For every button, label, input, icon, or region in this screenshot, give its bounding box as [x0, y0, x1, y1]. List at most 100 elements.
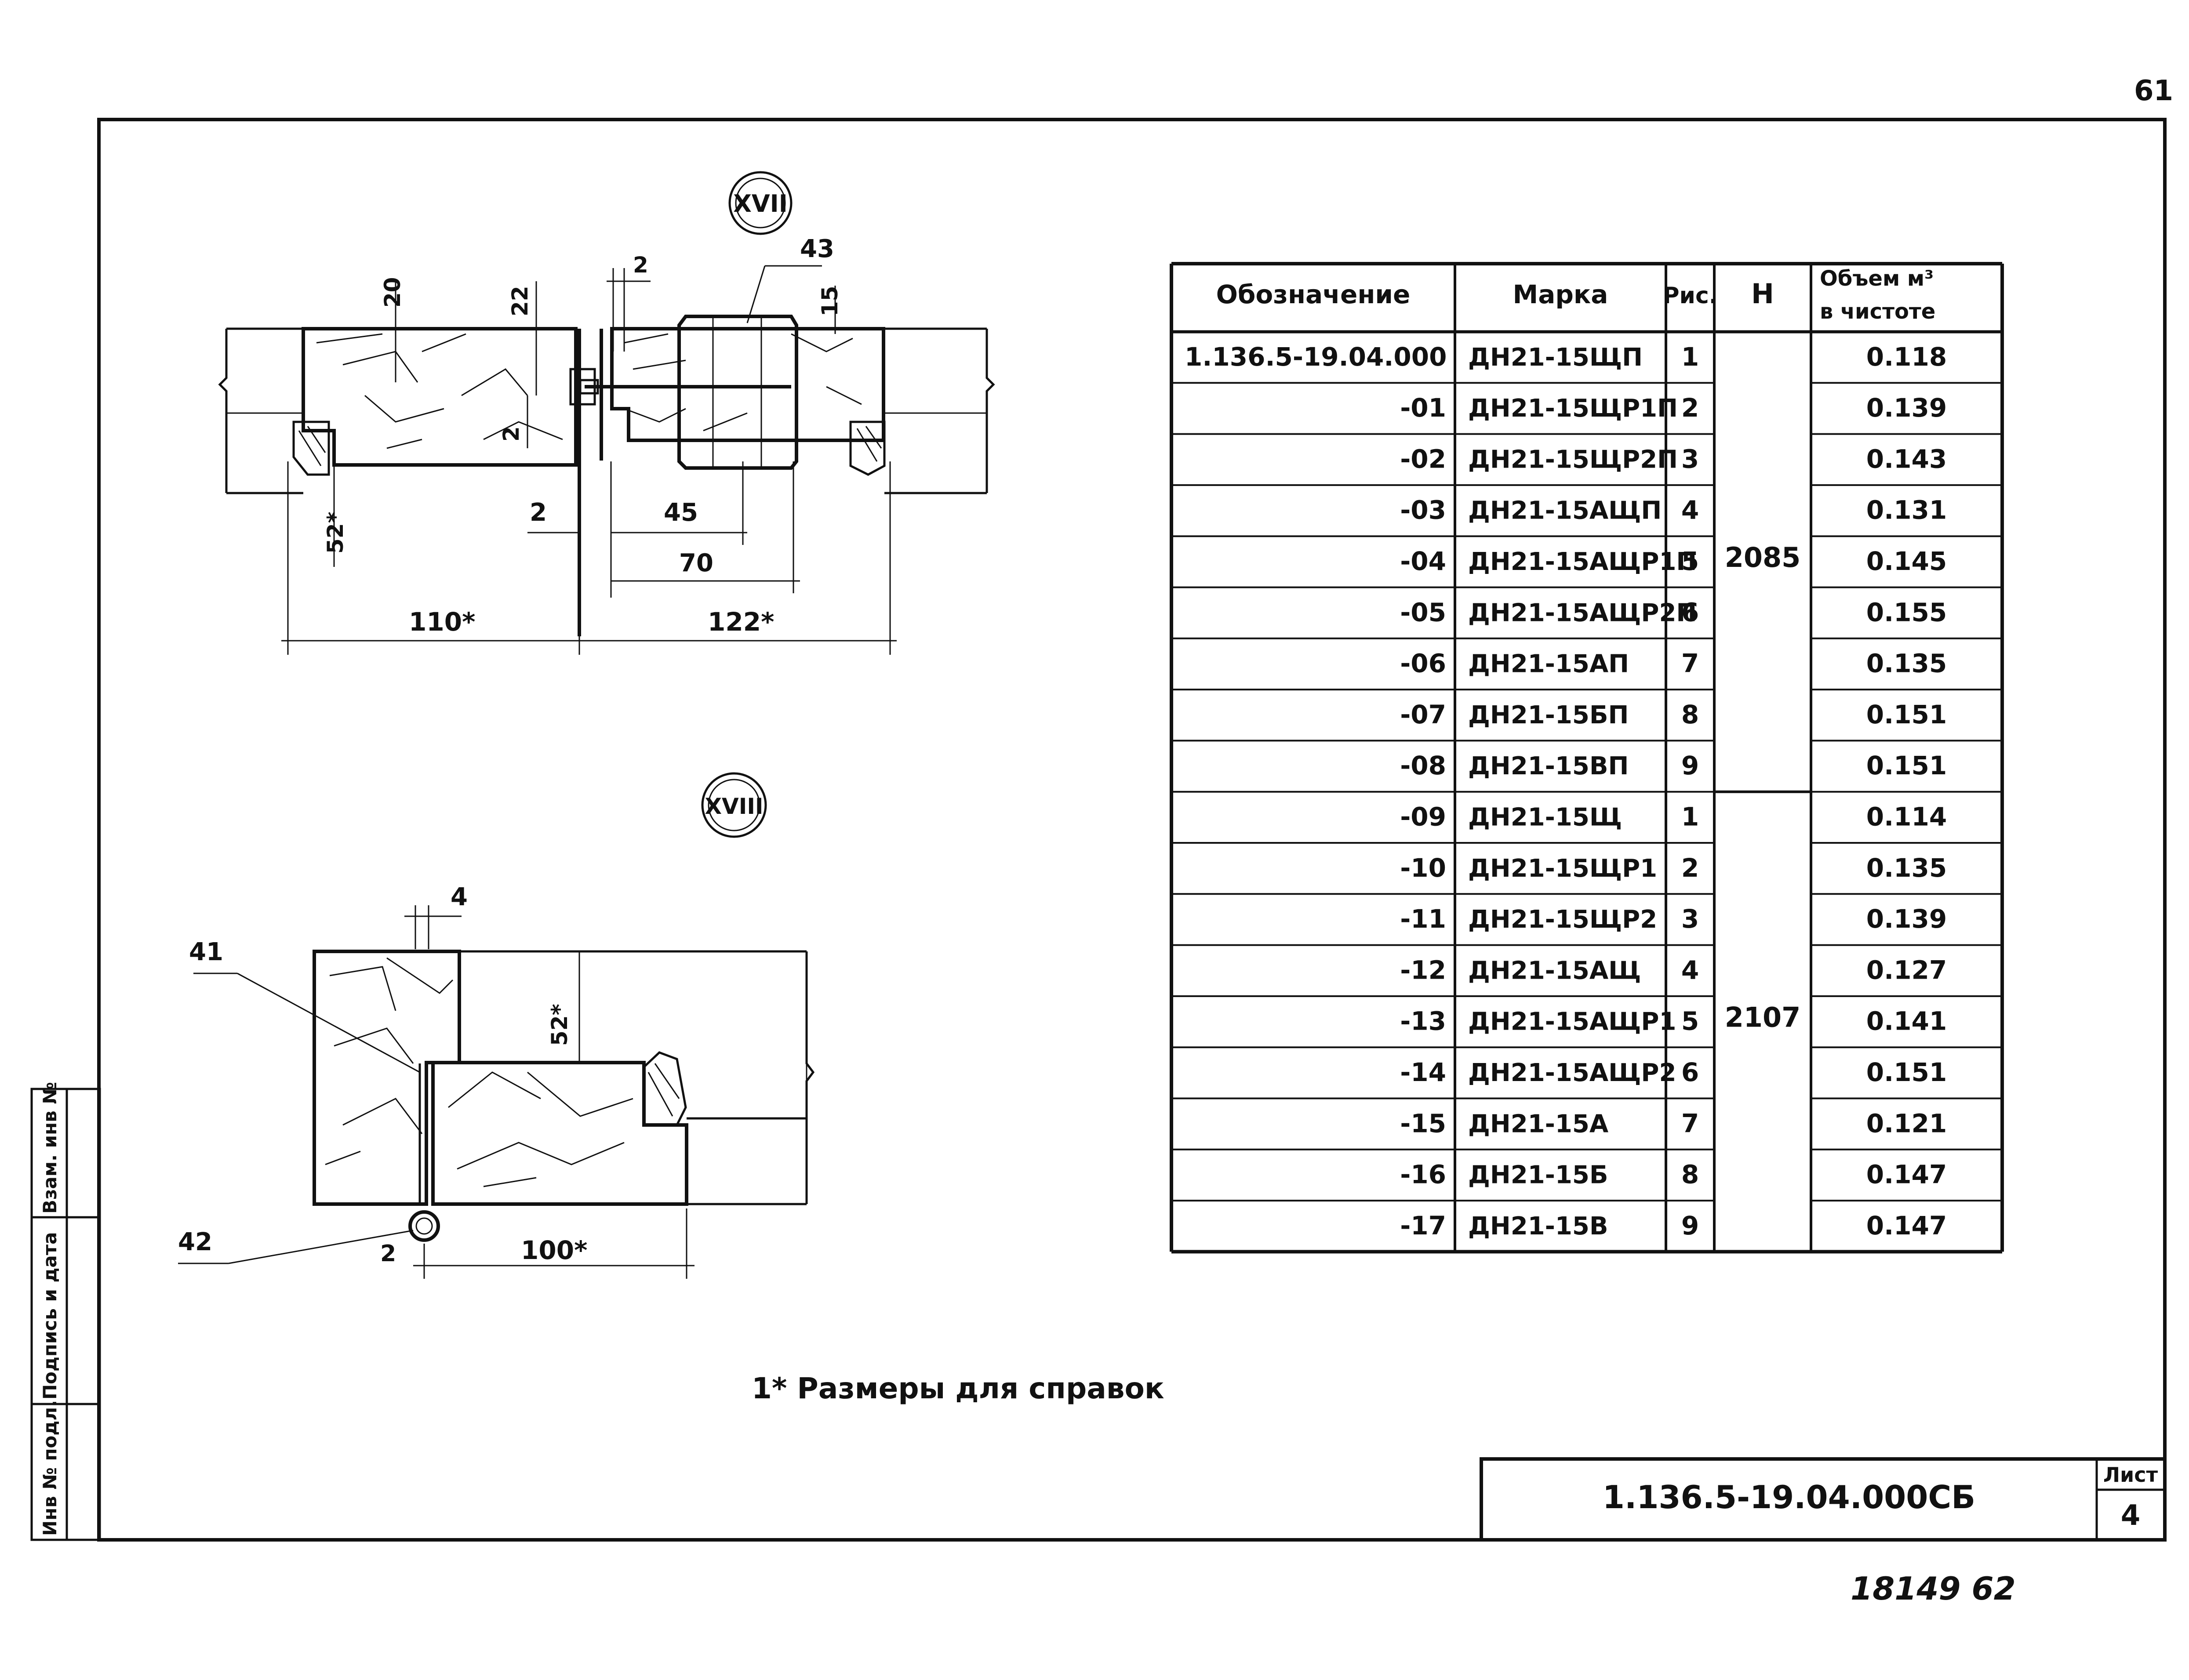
- cell-designation: -13: [1400, 1006, 1446, 1036]
- cell-volume: 0.151: [1866, 1057, 1947, 1087]
- cell-mark: ДН21-15А: [1468, 1110, 1609, 1138]
- header-volume-line1: Объем м³: [1820, 266, 1934, 291]
- dim-70: 70: [679, 549, 713, 577]
- cell-fig: 5: [1681, 1006, 1699, 1036]
- callout-xviii: XVIII: [701, 772, 767, 838]
- cell-fig: 8: [1681, 700, 1699, 729]
- title-block: 1.136.5-19.04.000СБ Лист 4: [1480, 1457, 2167, 1542]
- dim-43: 43: [800, 235, 834, 263]
- cell-fig: 1: [1681, 802, 1699, 831]
- note-reference-dimensions: 1* Размеры для справок: [752, 1372, 1164, 1405]
- cell-mark: ДН21-15ЩР1П: [1468, 394, 1678, 423]
- cell-volume: 0.127: [1866, 955, 1947, 985]
- cell-fig: 9: [1681, 1211, 1699, 1241]
- cell-mark: ДН21-15ЩП: [1468, 343, 1643, 372]
- cell-fig: 9: [1681, 751, 1699, 780]
- dim-52: 52*: [323, 512, 348, 554]
- cell-mark: ДН21-15АП: [1468, 650, 1629, 679]
- sheet-frame: [97, 118, 2167, 1542]
- dim-4: 4: [451, 883, 468, 911]
- cell-fig: 7: [1681, 649, 1699, 679]
- sheet-number: 4: [2121, 1499, 2141, 1532]
- header-designation: Обозначение: [1216, 279, 1411, 309]
- cell-mark: ДН21-15АЩР1: [1468, 1008, 1676, 1036]
- header-mark: Марка: [1513, 279, 1608, 309]
- cell-fig: 2: [1681, 853, 1699, 883]
- cell-designation: -07: [1400, 700, 1446, 729]
- cell-mark: ДН21-15ЩР1: [1468, 854, 1657, 883]
- section-view-xviii: 4 41 52* 42 2 100*: [178, 883, 815, 1279]
- cell-designation: -02: [1400, 444, 1446, 474]
- cell-fig: 4: [1681, 495, 1699, 525]
- cell-designation: -09: [1400, 802, 1446, 831]
- cell-h-group-2: 2107: [1725, 1001, 1801, 1034]
- stamp-inv-orig: Инв № подл.: [39, 1400, 61, 1536]
- archive-number: 18149 62: [1851, 1570, 2016, 1607]
- cell-fig: 7: [1681, 1108, 1699, 1138]
- dim-2-left: 2: [530, 498, 547, 527]
- dim-2-mid: 2: [498, 426, 524, 442]
- cell-fig: 3: [1681, 444, 1699, 474]
- cell-designation: -10: [1400, 853, 1446, 883]
- cell-volume: 0.135: [1866, 649, 1947, 679]
- cell-volume: 0.114: [1866, 802, 1947, 831]
- stamp-inv-repl: Взам. инв №: [39, 1082, 61, 1214]
- header-h: H: [1751, 278, 1774, 310]
- cell-designation: -05: [1400, 597, 1446, 627]
- cell-designation: -03: [1400, 495, 1446, 525]
- cell-volume: 0.121: [1866, 1108, 1947, 1138]
- label-41: 41: [189, 938, 223, 966]
- cell-fig: 8: [1681, 1160, 1699, 1190]
- header-volume-line2: в чистоте: [1820, 299, 1935, 324]
- cell-designation: -12: [1400, 955, 1446, 985]
- doc-code: 1.136.5-19.04.000СБ: [1603, 1479, 1975, 1516]
- cell-designation: -17: [1400, 1211, 1446, 1241]
- cell-fig: 6: [1681, 1057, 1699, 1087]
- cell-mark: ДН21-15АЩП: [1468, 497, 1662, 525]
- cell-mark: ДН21-15Щ: [1468, 803, 1622, 831]
- cell-mark: ДН21-15АЩ: [1468, 956, 1641, 985]
- cell-mark: ДН21-15ВП: [1468, 752, 1629, 780]
- cell-fig: 2: [1681, 393, 1699, 423]
- cell-volume: 0.151: [1866, 751, 1947, 780]
- cell-volume: 0.139: [1866, 393, 1947, 423]
- cell-designation: -01: [1400, 393, 1446, 423]
- dim-110: 110*: [409, 607, 475, 637]
- cell-fig: 3: [1681, 904, 1699, 934]
- cell-designation: -04: [1400, 546, 1446, 576]
- dim-22: 22: [507, 286, 533, 316]
- cell-volume: 0.151: [1866, 700, 1947, 729]
- dim-100: 100*: [521, 1235, 587, 1265]
- cell-volume: 0.139: [1866, 904, 1947, 934]
- svg-text:XVII: XVII: [733, 190, 788, 218]
- header-fig: Рис.: [1662, 283, 1717, 309]
- cell-mark: ДН21-15АЩР2П: [1468, 599, 1697, 627]
- cell-volume: 0.155: [1866, 597, 1947, 627]
- cell-volume: 0.118: [1866, 342, 1947, 372]
- cell-designation: -14: [1400, 1057, 1446, 1087]
- svg-text:XVIII: XVIII: [705, 794, 763, 819]
- cell-designation: -06: [1400, 649, 1446, 679]
- dim-2-bottom: 2: [380, 1241, 396, 1267]
- cell-mark: ДН21-15АЩР1П: [1468, 548, 1697, 576]
- dim-122: 122*: [708, 607, 774, 637]
- cell-volume: 0.147: [1866, 1160, 1947, 1190]
- cell-fig: 6: [1681, 597, 1699, 627]
- stamp-sign-date: Подпись и дата: [39, 1232, 61, 1400]
- cell-designation: -16: [1400, 1160, 1446, 1190]
- page-number: 61: [2134, 75, 2173, 107]
- cell-volume: 0.135: [1866, 853, 1947, 883]
- section-view-xvii: 20 22 2 43 15 2 52* 2 45 70 110* 122*: [218, 235, 995, 655]
- dim-52-bottom: 52*: [547, 1004, 572, 1046]
- cell-mark: ДН21-15ЩР2: [1468, 905, 1657, 934]
- cell-designation: -11: [1400, 904, 1446, 934]
- cell-fig: 1: [1681, 342, 1699, 372]
- callout-xvii: XVII: [728, 171, 793, 235]
- dim-15: 15: [817, 286, 843, 316]
- dim-2-top: 2: [633, 252, 648, 278]
- cell-h-group-1: 2085: [1725, 541, 1801, 573]
- sheet-label: Лист: [2103, 1463, 2158, 1487]
